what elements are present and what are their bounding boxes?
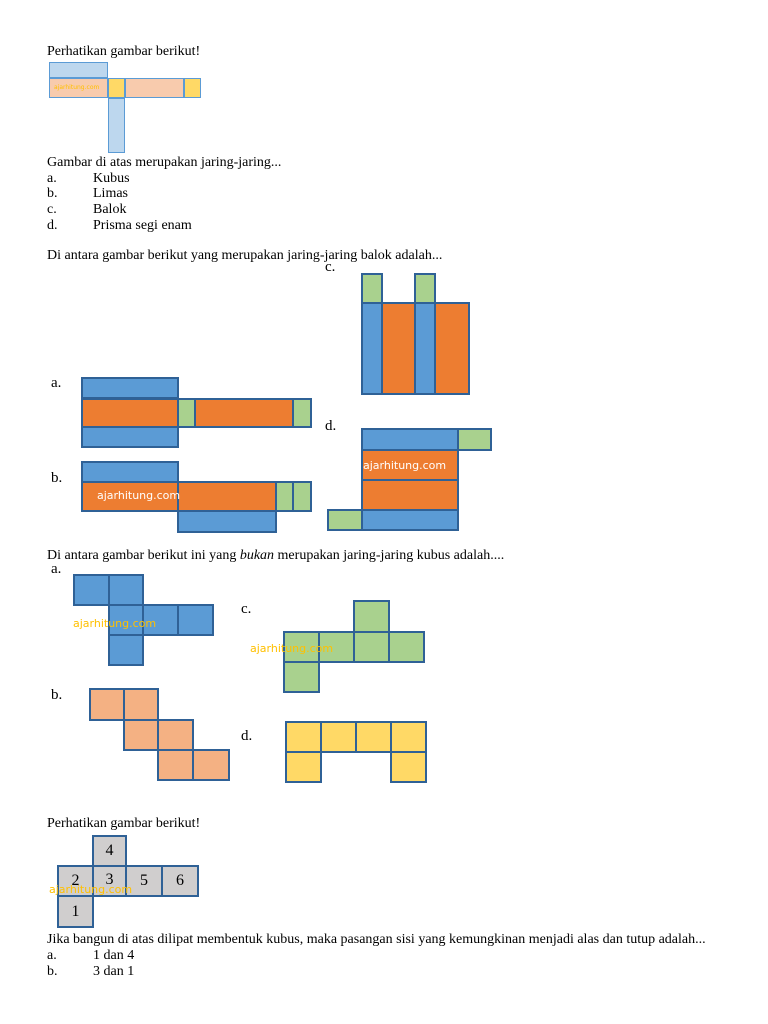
option-letter: d. bbox=[47, 218, 58, 233]
net-face bbox=[361, 428, 459, 451]
q3-watermark-a: ajarhitung.com bbox=[73, 617, 157, 630]
net-face-top bbox=[49, 62, 108, 78]
net-face bbox=[457, 428, 492, 451]
net-face bbox=[73, 574, 110, 606]
face-4: 4 bbox=[92, 835, 127, 867]
net-face bbox=[353, 600, 390, 633]
net-face bbox=[390, 751, 427, 783]
face-5: 5 bbox=[125, 865, 163, 897]
face-1: 1 bbox=[57, 895, 94, 928]
option-text: Kubus bbox=[93, 171, 130, 186]
net-face bbox=[292, 398, 312, 428]
q1-question: Gambar di atas merupakan jaring-jaring..… bbox=[47, 155, 282, 170]
net-face bbox=[81, 426, 179, 448]
net-face-back bbox=[125, 78, 184, 98]
q2-question: Di antara gambar berikut yang merupakan … bbox=[47, 248, 443, 263]
net-face bbox=[361, 449, 459, 481]
net-face bbox=[157, 749, 194, 781]
q4-watermark: ajarhitung.com bbox=[49, 883, 133, 896]
net-face-side-2 bbox=[184, 78, 201, 98]
net-face bbox=[194, 398, 294, 428]
option-letter: a. bbox=[47, 948, 57, 963]
option-text: 1 dan 4 bbox=[93, 948, 135, 963]
option-text: Limas bbox=[93, 186, 128, 201]
q3-question-emphasis: bukan bbox=[239, 548, 275, 563]
q3-label-c: c. bbox=[241, 601, 252, 617]
net-face bbox=[355, 721, 392, 753]
net-face bbox=[81, 461, 179, 483]
net-face bbox=[123, 719, 159, 751]
net-face bbox=[108, 634, 144, 666]
net-face bbox=[414, 302, 436, 395]
net-face bbox=[192, 749, 230, 781]
net-face bbox=[285, 751, 322, 783]
q3-question: Di antara gambar berikut ini yang bukan … bbox=[47, 548, 504, 564]
net-face-bottom bbox=[108, 98, 125, 153]
net-face bbox=[123, 688, 159, 721]
net-face bbox=[81, 481, 179, 512]
q3-label-b: b. bbox=[51, 687, 63, 703]
net-face bbox=[414, 273, 436, 304]
q3-watermark-c: ajarhitung.com bbox=[250, 642, 334, 655]
net-face bbox=[390, 721, 427, 753]
net-face bbox=[361, 479, 459, 511]
q2-label-a: a. bbox=[51, 375, 62, 391]
net-face bbox=[361, 509, 459, 531]
net-face bbox=[108, 574, 144, 606]
net-face bbox=[353, 631, 390, 663]
net-face bbox=[177, 510, 277, 533]
net-face bbox=[434, 302, 470, 395]
option-text: 3 dan 1 bbox=[93, 964, 135, 979]
net-face bbox=[320, 721, 357, 753]
option-letter: b. bbox=[47, 964, 58, 979]
net-face bbox=[327, 509, 363, 531]
q2-watermark-d: ajarhitung.com bbox=[363, 459, 447, 472]
net-face bbox=[81, 377, 179, 399]
q3-label-a: a. bbox=[51, 561, 62, 577]
net-face bbox=[283, 661, 320, 693]
net-face bbox=[177, 604, 214, 636]
net-face bbox=[381, 302, 416, 395]
q2-label-b: b. bbox=[51, 470, 63, 486]
q3-question-end: merupakan jaring-jaring kubus adalah.... bbox=[274, 548, 505, 563]
q4-intro: Perhatikan gambar berikut! bbox=[47, 816, 201, 831]
net-face-front bbox=[49, 78, 108, 98]
net-face-side bbox=[108, 78, 125, 98]
net-face bbox=[361, 302, 383, 395]
q1-watermark: ajarhitung.com bbox=[54, 84, 100, 91]
q3-question-start: Di antara gambar berikut ini yang bbox=[47, 548, 240, 563]
net-face bbox=[177, 481, 277, 512]
q2-watermark-b: ajarhitung.com bbox=[97, 489, 181, 502]
net-face bbox=[361, 273, 383, 304]
net-face bbox=[142, 604, 179, 636]
q3-label-d: d. bbox=[241, 728, 253, 744]
net-face bbox=[285, 721, 322, 753]
option-text: Balok bbox=[93, 202, 127, 217]
q1-intro: Perhatikan gambar berikut! bbox=[47, 44, 201, 59]
net-face bbox=[89, 688, 125, 721]
option-text: Prisma segi enam bbox=[93, 218, 192, 233]
net-face bbox=[388, 631, 425, 663]
option-letter: b. bbox=[47, 186, 58, 201]
option-letter: c. bbox=[47, 202, 57, 217]
net-face bbox=[292, 481, 312, 512]
q2-label-d: d. bbox=[325, 418, 337, 434]
q4-question: Jika bangun di atas dilipat membentuk ku… bbox=[47, 932, 706, 947]
q2-label-c: c. bbox=[325, 259, 336, 275]
face-6: 6 bbox=[161, 865, 199, 897]
net-face bbox=[157, 719, 194, 751]
net-face bbox=[81, 398, 179, 428]
option-letter: a. bbox=[47, 171, 57, 186]
